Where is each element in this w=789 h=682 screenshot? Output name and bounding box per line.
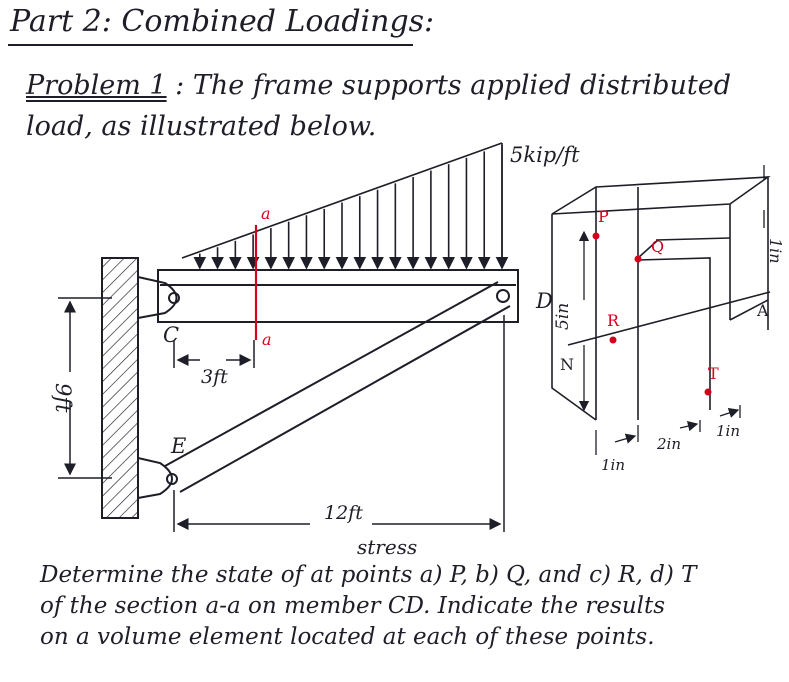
dimension-3ft [173,340,255,368]
beam-CD [157,269,519,323]
pin-bracket-C [137,276,180,319]
dimension-5in-label: 5in [553,303,573,330]
pin-bracket-E [137,457,178,499]
point-R-label: R [607,311,620,330]
dimension-9ft-label: 9ft [51,383,75,413]
page-heading: Part 2: Combined Loadings: [10,4,435,39]
dimension-3ft-label: 3ft [201,366,228,388]
dimension-9ft [58,297,112,479]
dimension-left-1in-label: 1in [601,456,625,474]
point-Q-marker [634,255,642,263]
question-line-3: on a volume element located at each of t… [40,624,655,650]
problem-statement-line-1: Problem 1 : The frame supports applied d… [26,70,731,101]
point-P-marker [592,232,600,240]
point-D-label: D [535,289,553,313]
point-R-marker [609,336,617,344]
question-text: Determine the state of at points a) P, b… [40,560,697,653]
dimension-right-1in-label: 1in [716,422,740,440]
cross-section-dimensions [578,165,765,455]
neutral-axis-A-label: A [756,301,769,320]
point-markers [592,232,712,396]
cross-section-block [551,176,771,421]
point-C-label: C [163,323,179,347]
strut-ED [164,281,511,493]
section-label-bottom: a [262,330,272,349]
point-Q-label: Q [651,237,664,256]
problem-statement-line-2: load, as illustrated below. [26,111,377,142]
problem-statement-text: The frame supports applied distributed [192,70,731,101]
point-T-label: T [708,364,719,383]
question-line-1: Determine the state of at points a) P, b… [40,562,697,588]
wall-support [101,257,139,519]
question-line-2: of the section a-a on member CD. Indicat… [40,593,666,619]
stress-insertion-note: stress [357,535,418,559]
point-E-label: E [170,434,186,458]
dimension-12ft [173,315,505,532]
dimension-2in-label: 2in [656,435,681,453]
distributed-load [181,142,509,270]
load-intensity-label: 5kip/ft [510,143,580,167]
dimension-top-1in-label: 1in [766,238,785,264]
neutral-axis-N-label: N [560,355,574,374]
problem-label: Problem 1 [26,70,167,101]
problem-separator: : [166,70,193,101]
heading-underline [8,44,413,46]
dimension-12ft-label: 12ft [324,502,363,524]
section-label-top: a [261,204,271,223]
point-T-marker [704,388,712,396]
point-P-label: P [598,207,609,226]
